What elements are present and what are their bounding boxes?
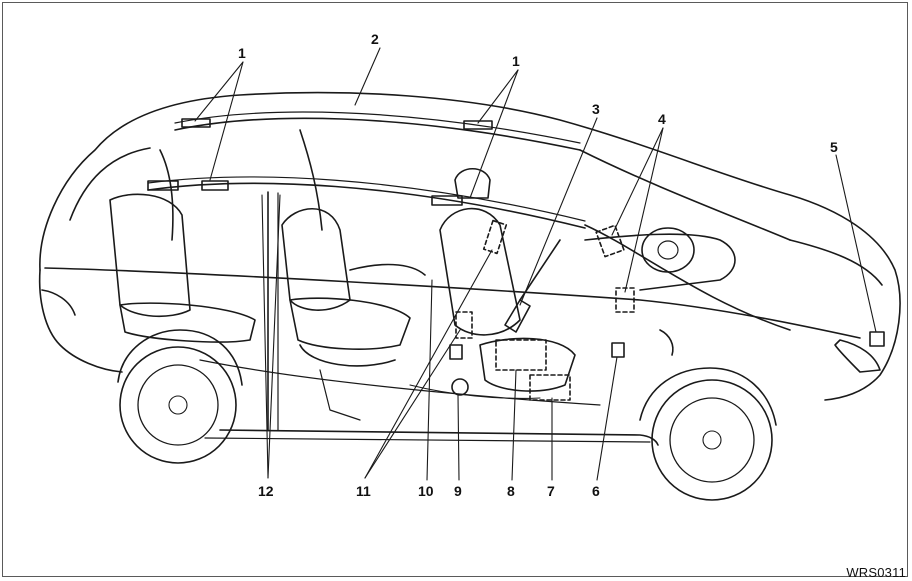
callout-2: 2 <box>371 31 379 47</box>
curtain-module-far-front <box>463 120 493 130</box>
curtain-module-near-rear <box>147 180 179 191</box>
rocker-sill <box>219 429 659 446</box>
leader-10 <box>426 279 433 481</box>
body-outline <box>39 91 901 401</box>
callout-12: 12 <box>258 483 274 499</box>
satellite-sensor-rear <box>449 344 463 360</box>
rear-seat-cushion <box>119 302 256 343</box>
beltline <box>44 267 861 339</box>
callout-8: 8 <box>507 483 515 499</box>
callout-6: 6 <box>592 483 600 499</box>
hood <box>789 239 883 286</box>
steering-hub <box>657 240 679 260</box>
leader-1a-left <box>209 61 244 181</box>
middle-seat-back <box>281 207 351 311</box>
leader-6 <box>596 356 618 481</box>
pretensioner-unit <box>504 299 531 333</box>
callout-5: 5 <box>830 139 838 155</box>
callout-1-front: 1 <box>512 53 520 69</box>
pillar-airbag-module <box>482 219 508 255</box>
leader-1a-right <box>194 61 244 122</box>
callout-1-rear: 1 <box>238 45 246 61</box>
steering-wheel <box>641 227 695 273</box>
leader-1b-right <box>469 69 519 199</box>
front-tire <box>651 379 773 501</box>
c-pillar-far <box>159 149 174 241</box>
rear-wheel-arch <box>117 329 243 386</box>
satellite-sensor-front <box>611 342 625 358</box>
front-crash-sensor <box>869 331 885 347</box>
leader-11a <box>364 329 461 479</box>
middle-seat-base <box>299 344 396 367</box>
windshield-top <box>579 149 791 241</box>
front-seat-headrest <box>454 167 491 199</box>
roof-rail-near-2 <box>147 176 586 222</box>
curtain-module-near-front <box>431 195 463 206</box>
middle-seat-armrest <box>349 263 426 276</box>
rear-window <box>69 147 151 221</box>
middle-seat-cushion <box>289 297 411 350</box>
floor-line <box>199 359 601 406</box>
figure-code: WRS0311 <box>846 565 906 580</box>
callout-4: 4 <box>658 111 666 127</box>
roof-rail-far <box>174 117 581 151</box>
b-pillar-far <box>299 129 323 231</box>
leader-12b <box>267 194 281 479</box>
callout-7: 7 <box>547 483 555 499</box>
headlamp <box>834 339 881 373</box>
dashboard <box>584 233 736 291</box>
leader-11b <box>364 249 493 479</box>
front-seat-cushion <box>479 337 576 392</box>
rear-lamp <box>41 289 76 316</box>
front-airbag-driver <box>615 287 635 313</box>
front-wheel-arch <box>639 367 777 426</box>
rear-tire <box>119 346 237 464</box>
leader-4a <box>611 127 664 236</box>
curtain-module-near-mid <box>201 180 229 191</box>
front-airbag-passenger <box>595 224 625 258</box>
leader-4b <box>624 127 664 293</box>
a-pillar <box>584 224 791 331</box>
callout-3: 3 <box>592 101 600 117</box>
callout-9: 9 <box>454 483 462 499</box>
front-rim <box>669 397 755 483</box>
middle-seat-rail <box>319 369 361 421</box>
callout-10: 10 <box>418 483 434 499</box>
buckle-sensor <box>451 378 469 396</box>
leader-2 <box>354 47 381 106</box>
occupant-sensor <box>529 374 571 401</box>
leader-12a <box>261 194 269 479</box>
front-seat-back <box>439 207 521 336</box>
rear-lower-body <box>38 269 123 373</box>
leader-9 <box>457 394 460 481</box>
leader-lines <box>194 47 877 481</box>
seat-side-airbag-module <box>495 339 547 371</box>
rear-hub <box>168 395 188 415</box>
front-hub <box>702 430 722 450</box>
mirror <box>659 329 674 356</box>
roof-rail-far-2 <box>174 111 581 144</box>
leader-1b-left <box>477 69 519 124</box>
leader-3 <box>519 117 598 306</box>
leader-8 <box>511 369 517 481</box>
wiring-harness <box>409 384 541 399</box>
roof-rail-near <box>147 182 586 229</box>
rear-rim <box>137 364 219 446</box>
callout-11: 11 <box>356 483 371 499</box>
rear-seat-back <box>109 193 191 318</box>
pillar-airbag-module-b <box>455 311 473 339</box>
leader-5 <box>835 154 877 333</box>
